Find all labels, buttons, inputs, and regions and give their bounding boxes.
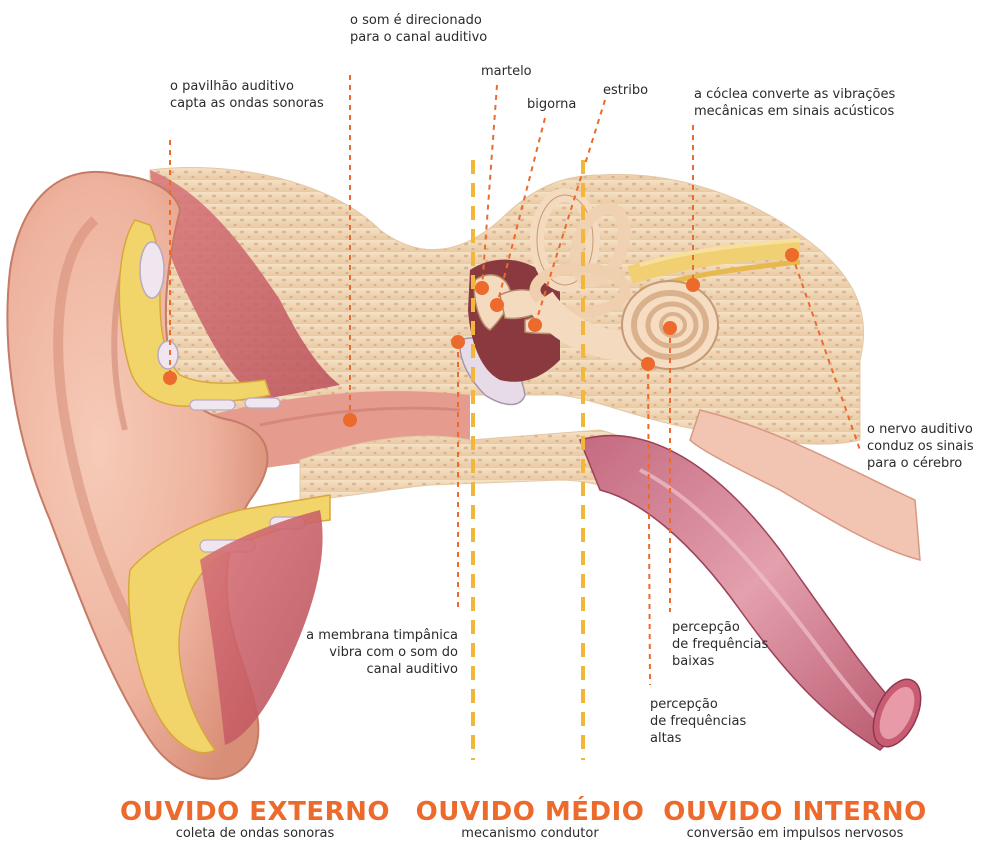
label-canal: o som é direcionado para o canal auditiv… <box>350 12 487 46</box>
section-title-externo: OUVIDO EXTERNO <box>120 797 390 827</box>
label-pinna: o pavilhão auditivo capta as ondas sonor… <box>170 78 324 112</box>
label-estribo: estribo <box>603 82 648 99</box>
label-coclea: a cóclea converte as vibrações mecânicas… <box>694 86 895 120</box>
section-title-interno: OUVIDO INTERNO <box>660 797 930 827</box>
label-membrana: a membrana timpânica vibra com o som do … <box>290 627 458 678</box>
label-freq-baixas: percepção de frequências baixas <box>672 619 768 670</box>
label-martelo: martelo <box>481 63 532 80</box>
section-title-medio: OUVIDO MÉDIO <box>410 797 650 827</box>
label-nervo: o nervo auditivo conduz os sinais para o… <box>867 421 974 472</box>
section-subtitle-medio: mecanismo condutor <box>410 826 650 841</box>
section-subtitle-interno: conversão em impulsos nervosos <box>660 826 930 841</box>
section-subtitle-externo: coleta de ondas sonoras <box>120 826 390 841</box>
label-bigorna: bigorna <box>527 96 576 113</box>
label-freq-altas: percepção de frequências altas <box>650 696 746 747</box>
